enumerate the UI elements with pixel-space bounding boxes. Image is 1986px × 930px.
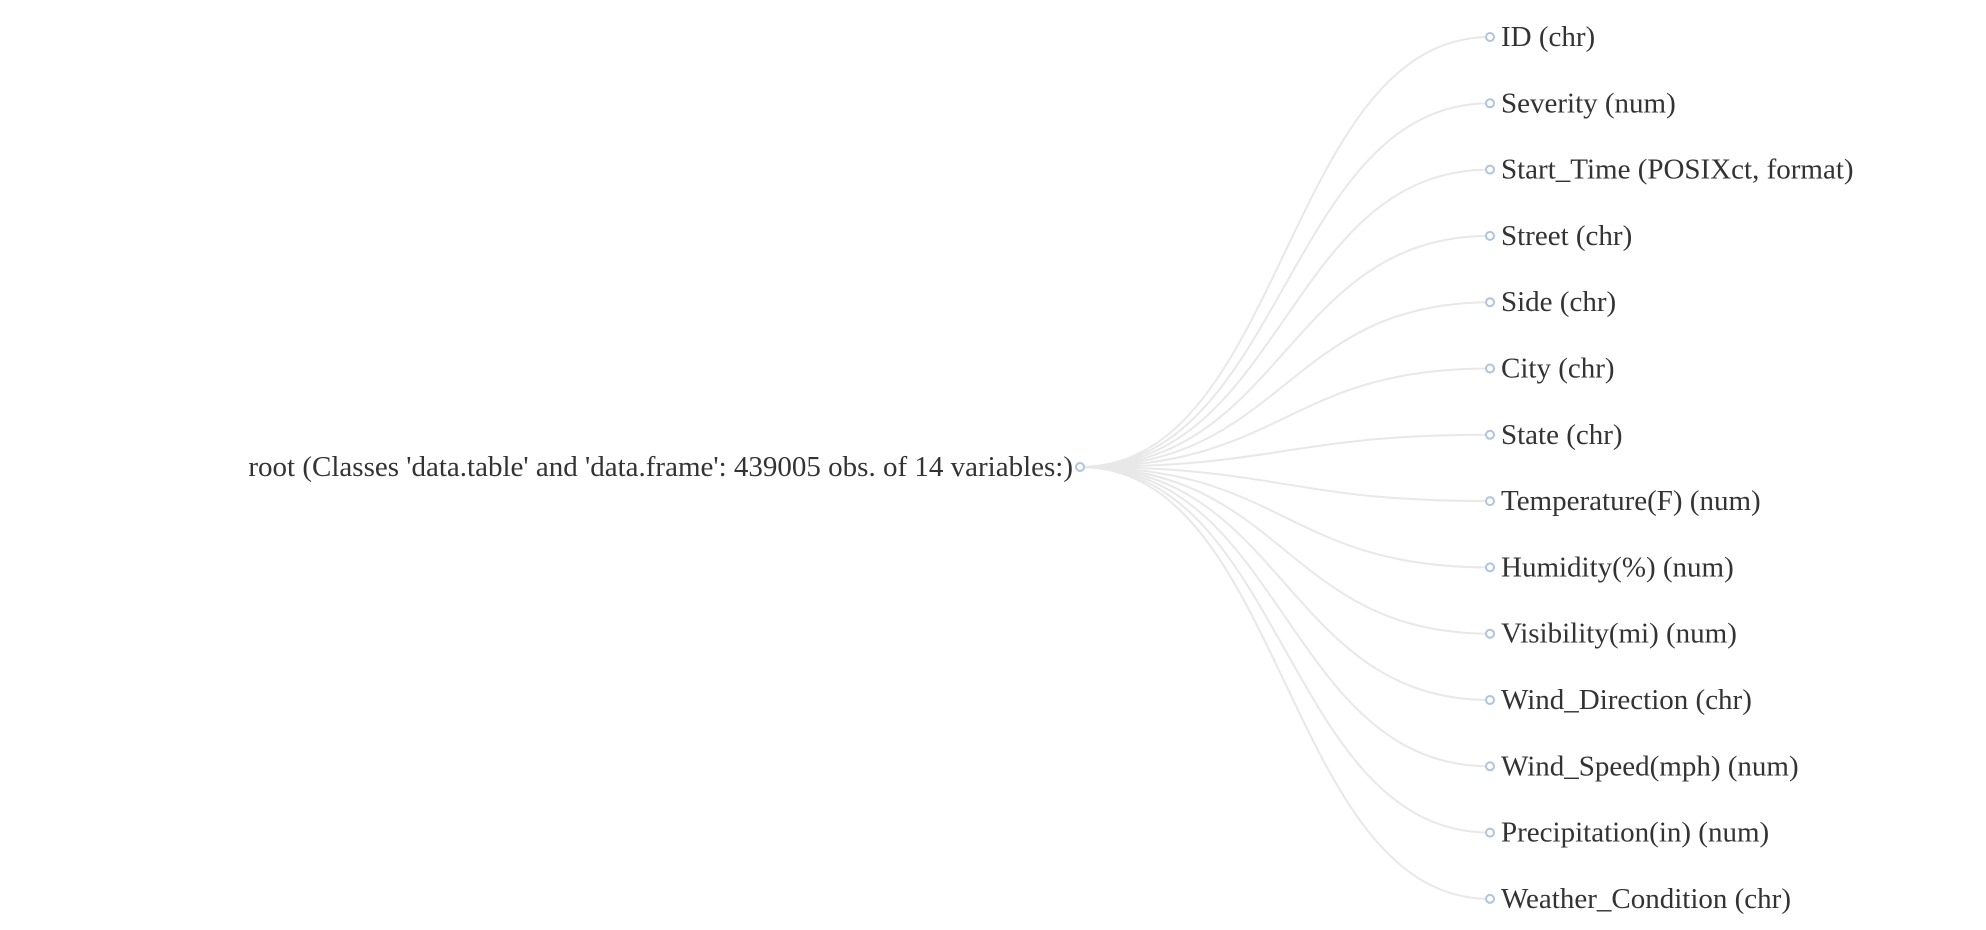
child-node-label: Severity (num)	[1501, 87, 1676, 119]
child-node-dot[interactable]	[1485, 893, 1495, 904]
tree-link	[1079, 466, 1491, 569]
tree-link	[1079, 102, 1491, 468]
child-node-label: Start_Time (POSIXct, format)	[1501, 154, 1854, 186]
child-node-dot[interactable]	[1485, 164, 1495, 175]
child-node-label: State (chr)	[1501, 419, 1623, 451]
child-node-label: Temperature(F) (num)	[1501, 485, 1761, 517]
tree-link	[1079, 466, 1491, 503]
root-node[interactable]: root (Classes 'data.table' and 'data.fra…	[248, 451, 1085, 483]
tree-link	[1079, 433, 1491, 468]
child-node-label: Humidity(%) (num)	[1501, 551, 1734, 583]
child-node-dot[interactable]	[1485, 695, 1495, 705]
child-node[interactable]: Street (chr)	[1485, 220, 1632, 252]
child-node-dot[interactable]	[1485, 98, 1495, 109]
root-node-label: root (Classes 'data.table' and 'data.fra…	[248, 451, 1073, 483]
child-node[interactable]: Start_Time (POSIXct, format)	[1485, 154, 1854, 186]
child-node-dot[interactable]	[1485, 496, 1495, 507]
child-node-dot[interactable]	[1485, 363, 1495, 374]
tree-link	[1079, 466, 1491, 635]
child-node-label: Visibility(mi) (num)	[1501, 618, 1737, 650]
child-node[interactable]: ID (chr)	[1485, 21, 1595, 53]
child-node[interactable]: Visibility(mi) (num)	[1485, 618, 1737, 650]
child-node-label: ID (chr)	[1501, 21, 1595, 53]
tree-link	[1079, 36, 1491, 468]
child-node-label: Side (chr)	[1501, 286, 1616, 318]
root-node-dot[interactable]	[1075, 462, 1085, 472]
child-node-label: Wind_Direction (chr)	[1501, 684, 1752, 716]
child-node-label: Wind_Speed(mph) (num)	[1501, 750, 1799, 782]
child-node-dot[interactable]	[1485, 827, 1495, 838]
child-node[interactable]: City (chr)	[1485, 353, 1615, 385]
child-node[interactable]: Weather_Condition (chr)	[1485, 883, 1791, 915]
tree-link	[1079, 466, 1491, 768]
tree-link	[1079, 466, 1491, 900]
child-node-dot[interactable]	[1485, 297, 1495, 308]
tree-link	[1079, 367, 1491, 468]
tree-link	[1079, 168, 1491, 468]
child-node[interactable]: Humidity(%) (num)	[1485, 551, 1734, 583]
tree-link	[1079, 301, 1491, 468]
child-node-label: Weather_Condition (chr)	[1501, 883, 1791, 915]
child-node-dot[interactable]	[1485, 761, 1495, 772]
child-node-label: Precipitation(in) (num)	[1501, 817, 1769, 849]
links-layer	[1079, 36, 1491, 900]
child-node-dot[interactable]	[1485, 628, 1495, 639]
child-node-label: Street (chr)	[1501, 220, 1632, 252]
tree-link	[1079, 234, 1491, 468]
child-node[interactable]: Side (chr)	[1485, 286, 1616, 318]
child-node[interactable]: Wind_Speed(mph) (num)	[1485, 750, 1799, 782]
nodes-layer: root (Classes 'data.table' and 'data.fra…	[248, 21, 1853, 915]
child-node-dot[interactable]	[1485, 562, 1495, 573]
tree-link	[1079, 466, 1491, 701]
child-node[interactable]: Temperature(F) (num)	[1485, 485, 1761, 517]
child-node[interactable]: State (chr)	[1485, 419, 1623, 451]
child-node[interactable]: Severity (num)	[1485, 87, 1676, 119]
child-node-dot[interactable]	[1485, 429, 1495, 440]
child-node-label: City (chr)	[1501, 353, 1615, 385]
child-node[interactable]: Wind_Direction (chr)	[1485, 684, 1752, 716]
child-node-dot[interactable]	[1485, 32, 1495, 42]
child-node[interactable]: Precipitation(in) (num)	[1485, 817, 1769, 849]
child-node-dot[interactable]	[1485, 230, 1495, 241]
tree-link	[1079, 466, 1491, 834]
